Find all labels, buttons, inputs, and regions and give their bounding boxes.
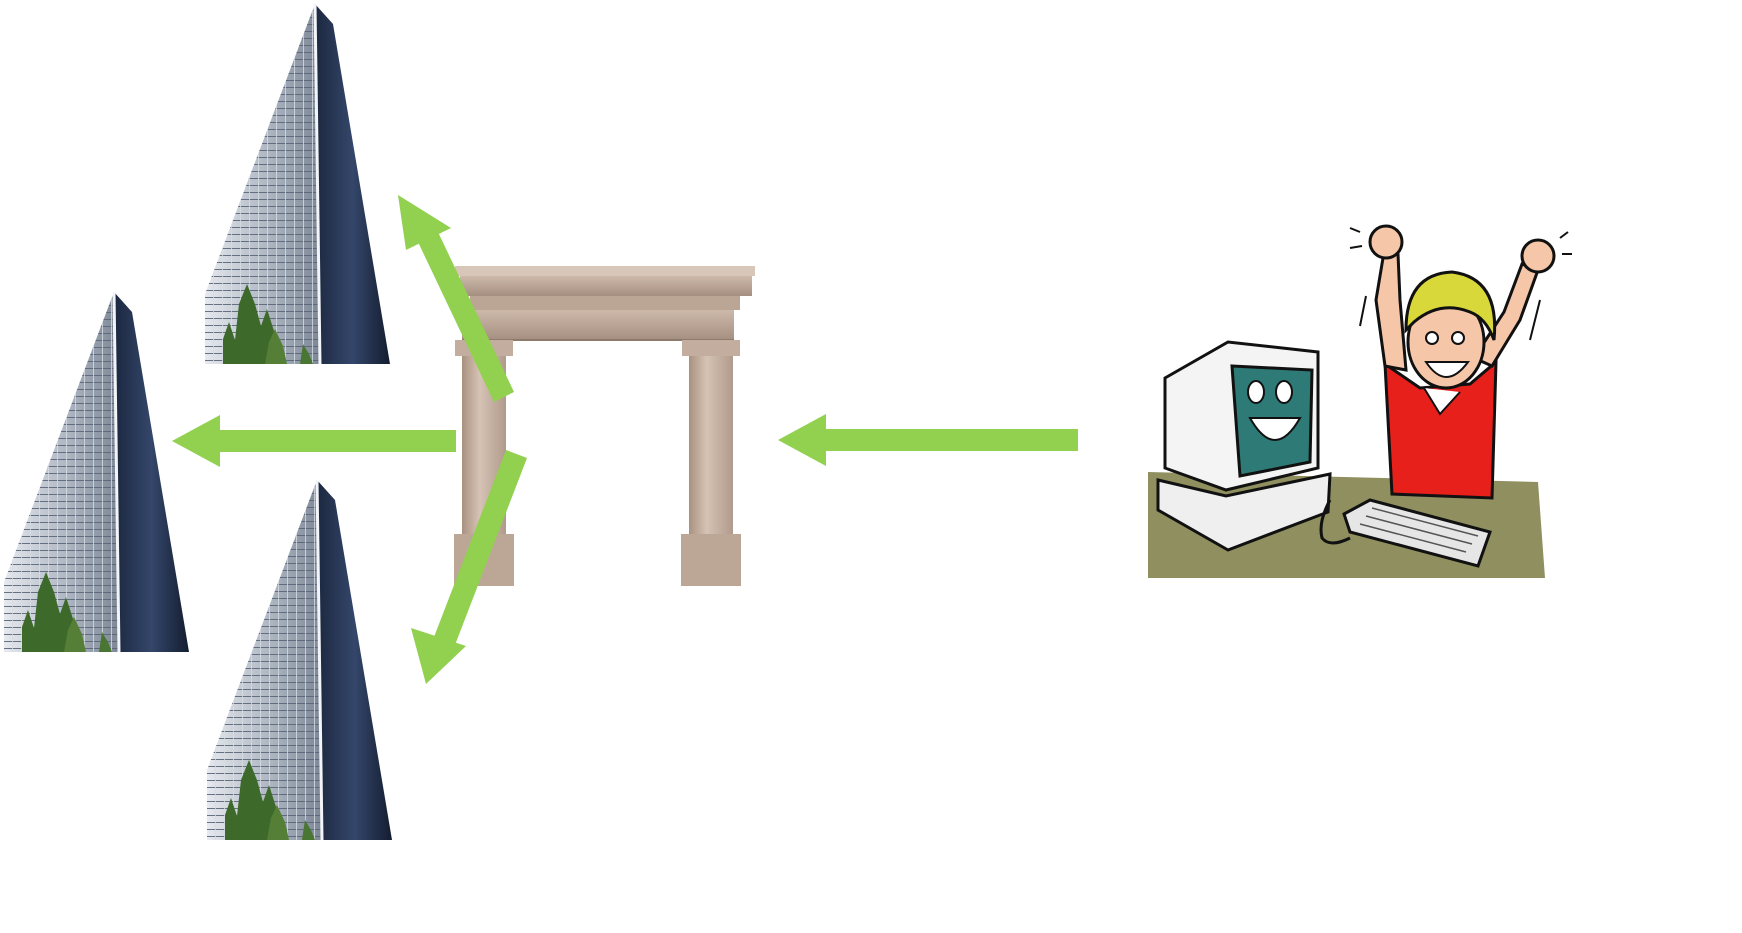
person-at-computer (1148, 224, 1572, 578)
gateway-arch (454, 266, 755, 586)
building-middle (2, 290, 191, 654)
arrow-user-to-gateway (778, 414, 1078, 466)
arrow-gateway-to-building-top (398, 195, 514, 402)
arrow-gateway-to-building-bottom (411, 450, 527, 684)
building-bottom (205, 478, 394, 842)
arrow-gateway-to-building-middle (172, 415, 456, 467)
building-top (203, 2, 392, 366)
